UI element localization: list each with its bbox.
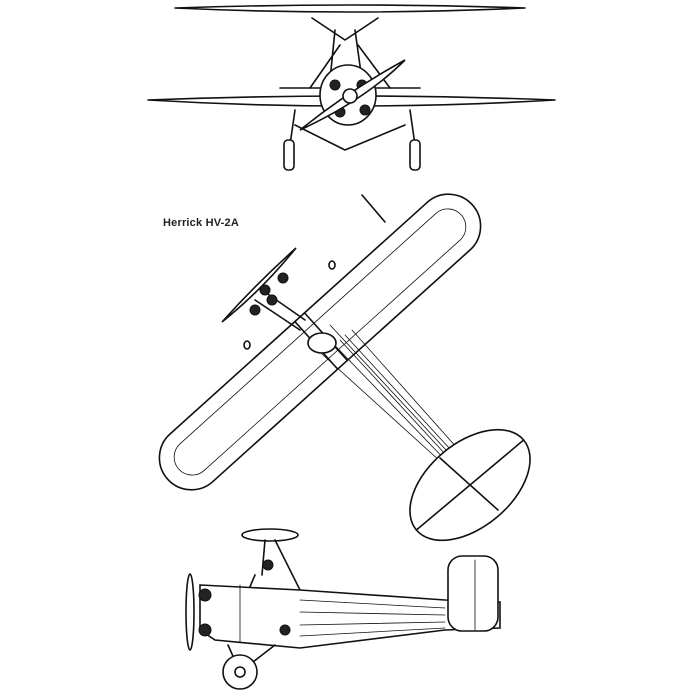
front-view — [147, 4, 556, 171]
rotor-hub-wing — [241, 528, 299, 542]
propeller-side — [185, 573, 195, 651]
pitot-boom — [361, 194, 386, 223]
aircraft-caption: Herrick HV-2A — [163, 217, 239, 229]
left-wheel — [283, 139, 295, 171]
lower-wing — [147, 95, 556, 107]
cockpit — [307, 332, 337, 354]
top-view — [158, 193, 531, 542]
side-view — [185, 528, 501, 690]
upper-rotor-wing — [174, 4, 526, 13]
tail-fin — [447, 555, 499, 632]
propeller-top — [221, 247, 297, 323]
right-wheel — [409, 139, 421, 171]
